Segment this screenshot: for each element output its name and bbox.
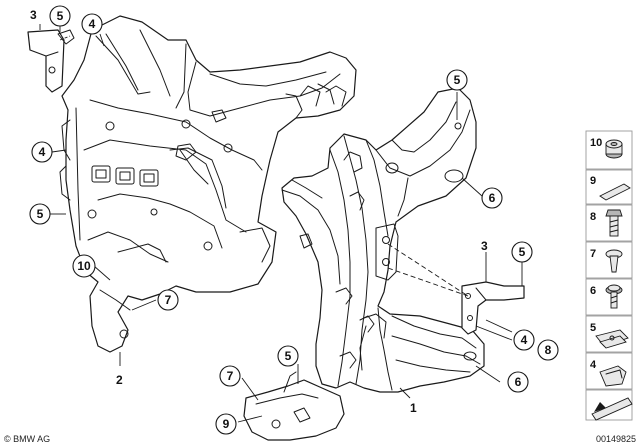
right-frame-part <box>281 87 485 415</box>
legend-item-8: 8 <box>585 204 633 242</box>
legend-item-5: 5 <box>585 315 633 353</box>
callout-5-left: 5 <box>29 203 51 225</box>
clip-nut-icon <box>599 365 627 387</box>
callout-9-bottom: 9 <box>215 413 237 435</box>
svg-text:9: 9 <box>590 175 596 187</box>
hardware-legend: 10 9 8 <box>585 130 633 421</box>
svg-text:6: 6 <box>515 375 522 389</box>
svg-text:4: 4 <box>89 17 96 31</box>
bottom-bracket-part <box>243 371 345 441</box>
legend-item-7: 7 <box>585 241 633 279</box>
callout-2: 2 <box>116 373 123 387</box>
svg-text:1: 1 <box>410 401 417 415</box>
callout-4-left: 4 <box>31 141 53 163</box>
svg-text:9: 9 <box>223 417 230 431</box>
svg-text:4: 4 <box>590 359 597 371</box>
callout-6-right: 6 <box>481 187 503 209</box>
diagram-id: 00149825 <box>596 434 636 444</box>
svg-text:5: 5 <box>519 245 526 259</box>
svg-text:4: 4 <box>521 333 528 347</box>
legend-item-10: 10 <box>585 130 633 170</box>
foam-strip-icon <box>599 183 631 201</box>
svg-text:6: 6 <box>489 191 496 205</box>
callout-7-bottom: 7 <box>219 365 241 387</box>
svg-text:3: 3 <box>481 239 488 253</box>
legend-item-4: 4 <box>585 352 633 390</box>
callout-4-top: 4 <box>81 13 103 35</box>
callout-5-bottom: 5 <box>277 345 299 367</box>
svg-text:5: 5 <box>57 9 64 23</box>
svg-text:3: 3 <box>30 8 37 22</box>
callout-10-left: 10 <box>72 254 96 278</box>
svg-text:8: 8 <box>590 211 596 223</box>
svg-text:5: 5 <box>454 73 461 87</box>
svg-text:10: 10 <box>590 137 602 149</box>
callout-5-top: 5 <box>49 5 71 27</box>
legend-item-9: 9 <box>585 169 633 205</box>
callout-3-right: 3 <box>481 239 488 253</box>
svg-text:5: 5 <box>590 322 596 334</box>
left-bracket-part <box>27 15 357 353</box>
svg-text:4: 4 <box>39 145 46 159</box>
callout-4-right: 4 <box>513 329 535 351</box>
svg-text:5: 5 <box>37 207 44 221</box>
svg-text:5: 5 <box>285 349 292 363</box>
callout-5-right: 5 <box>511 241 533 263</box>
svg-text:6: 6 <box>590 285 596 297</box>
svg-text:7: 7 <box>227 369 234 383</box>
small-bracket-right-part <box>461 281 525 335</box>
spring-nut-icon <box>595 329 629 349</box>
rubber-grommet-icon <box>605 139 623 159</box>
callout-7-mid: 7 <box>157 289 179 311</box>
callout-3-top: 3 <box>30 8 37 22</box>
callout-6-bottom: 6 <box>507 371 529 393</box>
hex-bolt-icon <box>605 209 623 237</box>
callout-1: 1 <box>410 401 417 415</box>
leader-lines <box>39 24 523 423</box>
svg-text:7: 7 <box>590 248 596 260</box>
flange-screw-icon <box>605 284 623 309</box>
svg-text:10: 10 <box>77 259 91 273</box>
legend-item-6: 6 <box>585 278 633 316</box>
legend-arrow-plate <box>585 389 633 421</box>
callout-5-right-top: 5 <box>446 69 468 91</box>
svg-text:8: 8 <box>545 343 552 357</box>
svg-text:7: 7 <box>165 293 172 307</box>
copyright-text: © BMW AG <box>4 434 50 444</box>
callout-8-right: 8 <box>537 339 559 361</box>
expanding-rivet-icon <box>605 249 623 273</box>
svg-text:2: 2 <box>116 373 123 387</box>
